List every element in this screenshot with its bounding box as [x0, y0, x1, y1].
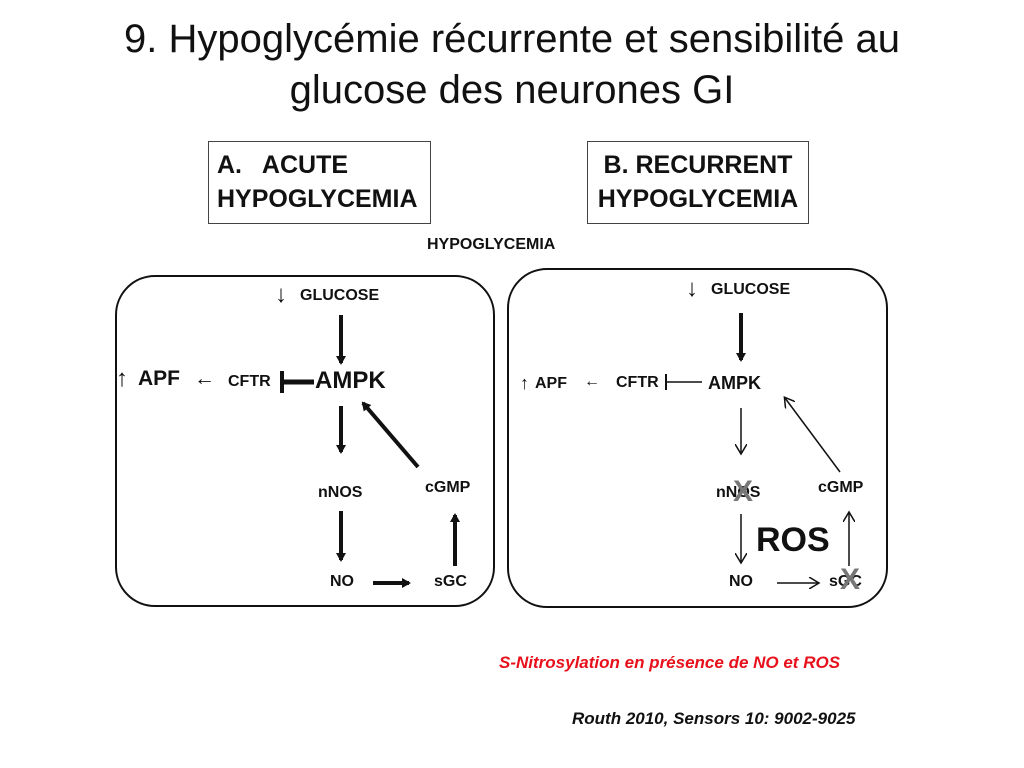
recurrent-glucose-down-arrow-icon: ↓	[686, 275, 698, 302]
acute-nnos-label: nNOS	[318, 484, 363, 501]
recurrent-apf-label: APF	[535, 375, 567, 392]
slide-title: 9. Hypoglycémie récurrente et sensibilit…	[0, 14, 1024, 116]
acute-panel	[115, 275, 495, 607]
acute-ampk-label: AMPK	[315, 367, 386, 394]
acute-cgmp-to-ampk-arrow	[361, 401, 420, 469]
s-nitrosylation-note: S-Nitrosylation en présence de NO et ROS	[499, 653, 841, 672]
recurrent-ros-label: ROS	[756, 521, 830, 559]
acute-sgc-label: sGC	[434, 573, 467, 590]
recurrent-ampk-label: AMPK	[708, 373, 761, 393]
recurrent-sgc-label: sGC	[829, 573, 862, 590]
slide-title-line-2: glucose des neurones GI	[289, 68, 735, 112]
acute-apf-up-arrow-icon: ↑	[116, 365, 128, 392]
acute-heading-line-1: A. ACUTE	[217, 151, 349, 179]
acute-glucose-down-arrow-icon: ↓	[275, 281, 287, 308]
acute-no-label: NO	[330, 573, 354, 590]
slide-title-line-1: 9. Hypoglycémie récurrente et sensibilit…	[124, 17, 900, 61]
acute-apf-left-arrow-icon: ←	[194, 367, 215, 390]
reference-citation: Routh 2010, Sensors 10: 9002-9025	[572, 709, 856, 728]
recurrent-no-label: NO	[729, 573, 753, 590]
acute-cftr-label: CFTR	[228, 373, 271, 390]
recurrent-apf-left-arrow-icon: ←	[584, 373, 600, 390]
recurrent-cgmp-label: cGMP	[818, 479, 864, 496]
recurrent-glucose-label: GLUCOSE	[711, 281, 791, 298]
acute-hypoglycemia-heading: A. ACUTE HYPOGLYCEMIA	[208, 141, 431, 224]
recurrent-heading-line-1: B. RECURRENT	[603, 151, 793, 179]
recurrent-sgc-cross-icon: X	[840, 563, 861, 596]
hypoglycemia-label: HYPOGLYCEMIA	[427, 236, 556, 253]
recurrent-nnos-cross-icon: X	[733, 475, 754, 508]
recurrent-cgmp-to-ampk-arrow	[785, 398, 841, 473]
recurrent-hypoglycemia-heading: B. RECURRENT HYPOGLYCEMIA	[587, 141, 809, 224]
recurrent-nnos-label: nNOS	[716, 484, 761, 501]
acute-heading-line-2: HYPOGLYCEMIA	[217, 185, 418, 213]
recurrent-heading-line-2: HYPOGLYCEMIA	[597, 185, 799, 213]
acute-glucose-label: GLUCOSE	[300, 287, 380, 304]
recurrent-cftr-label: CFTR	[616, 374, 659, 391]
recurrent-apf-up-arrow-icon: ↑	[520, 373, 529, 393]
acute-cgmp-label: cGMP	[425, 479, 471, 496]
recurrent-panel	[507, 268, 888, 608]
acute-apf-label: APF	[138, 367, 180, 390]
